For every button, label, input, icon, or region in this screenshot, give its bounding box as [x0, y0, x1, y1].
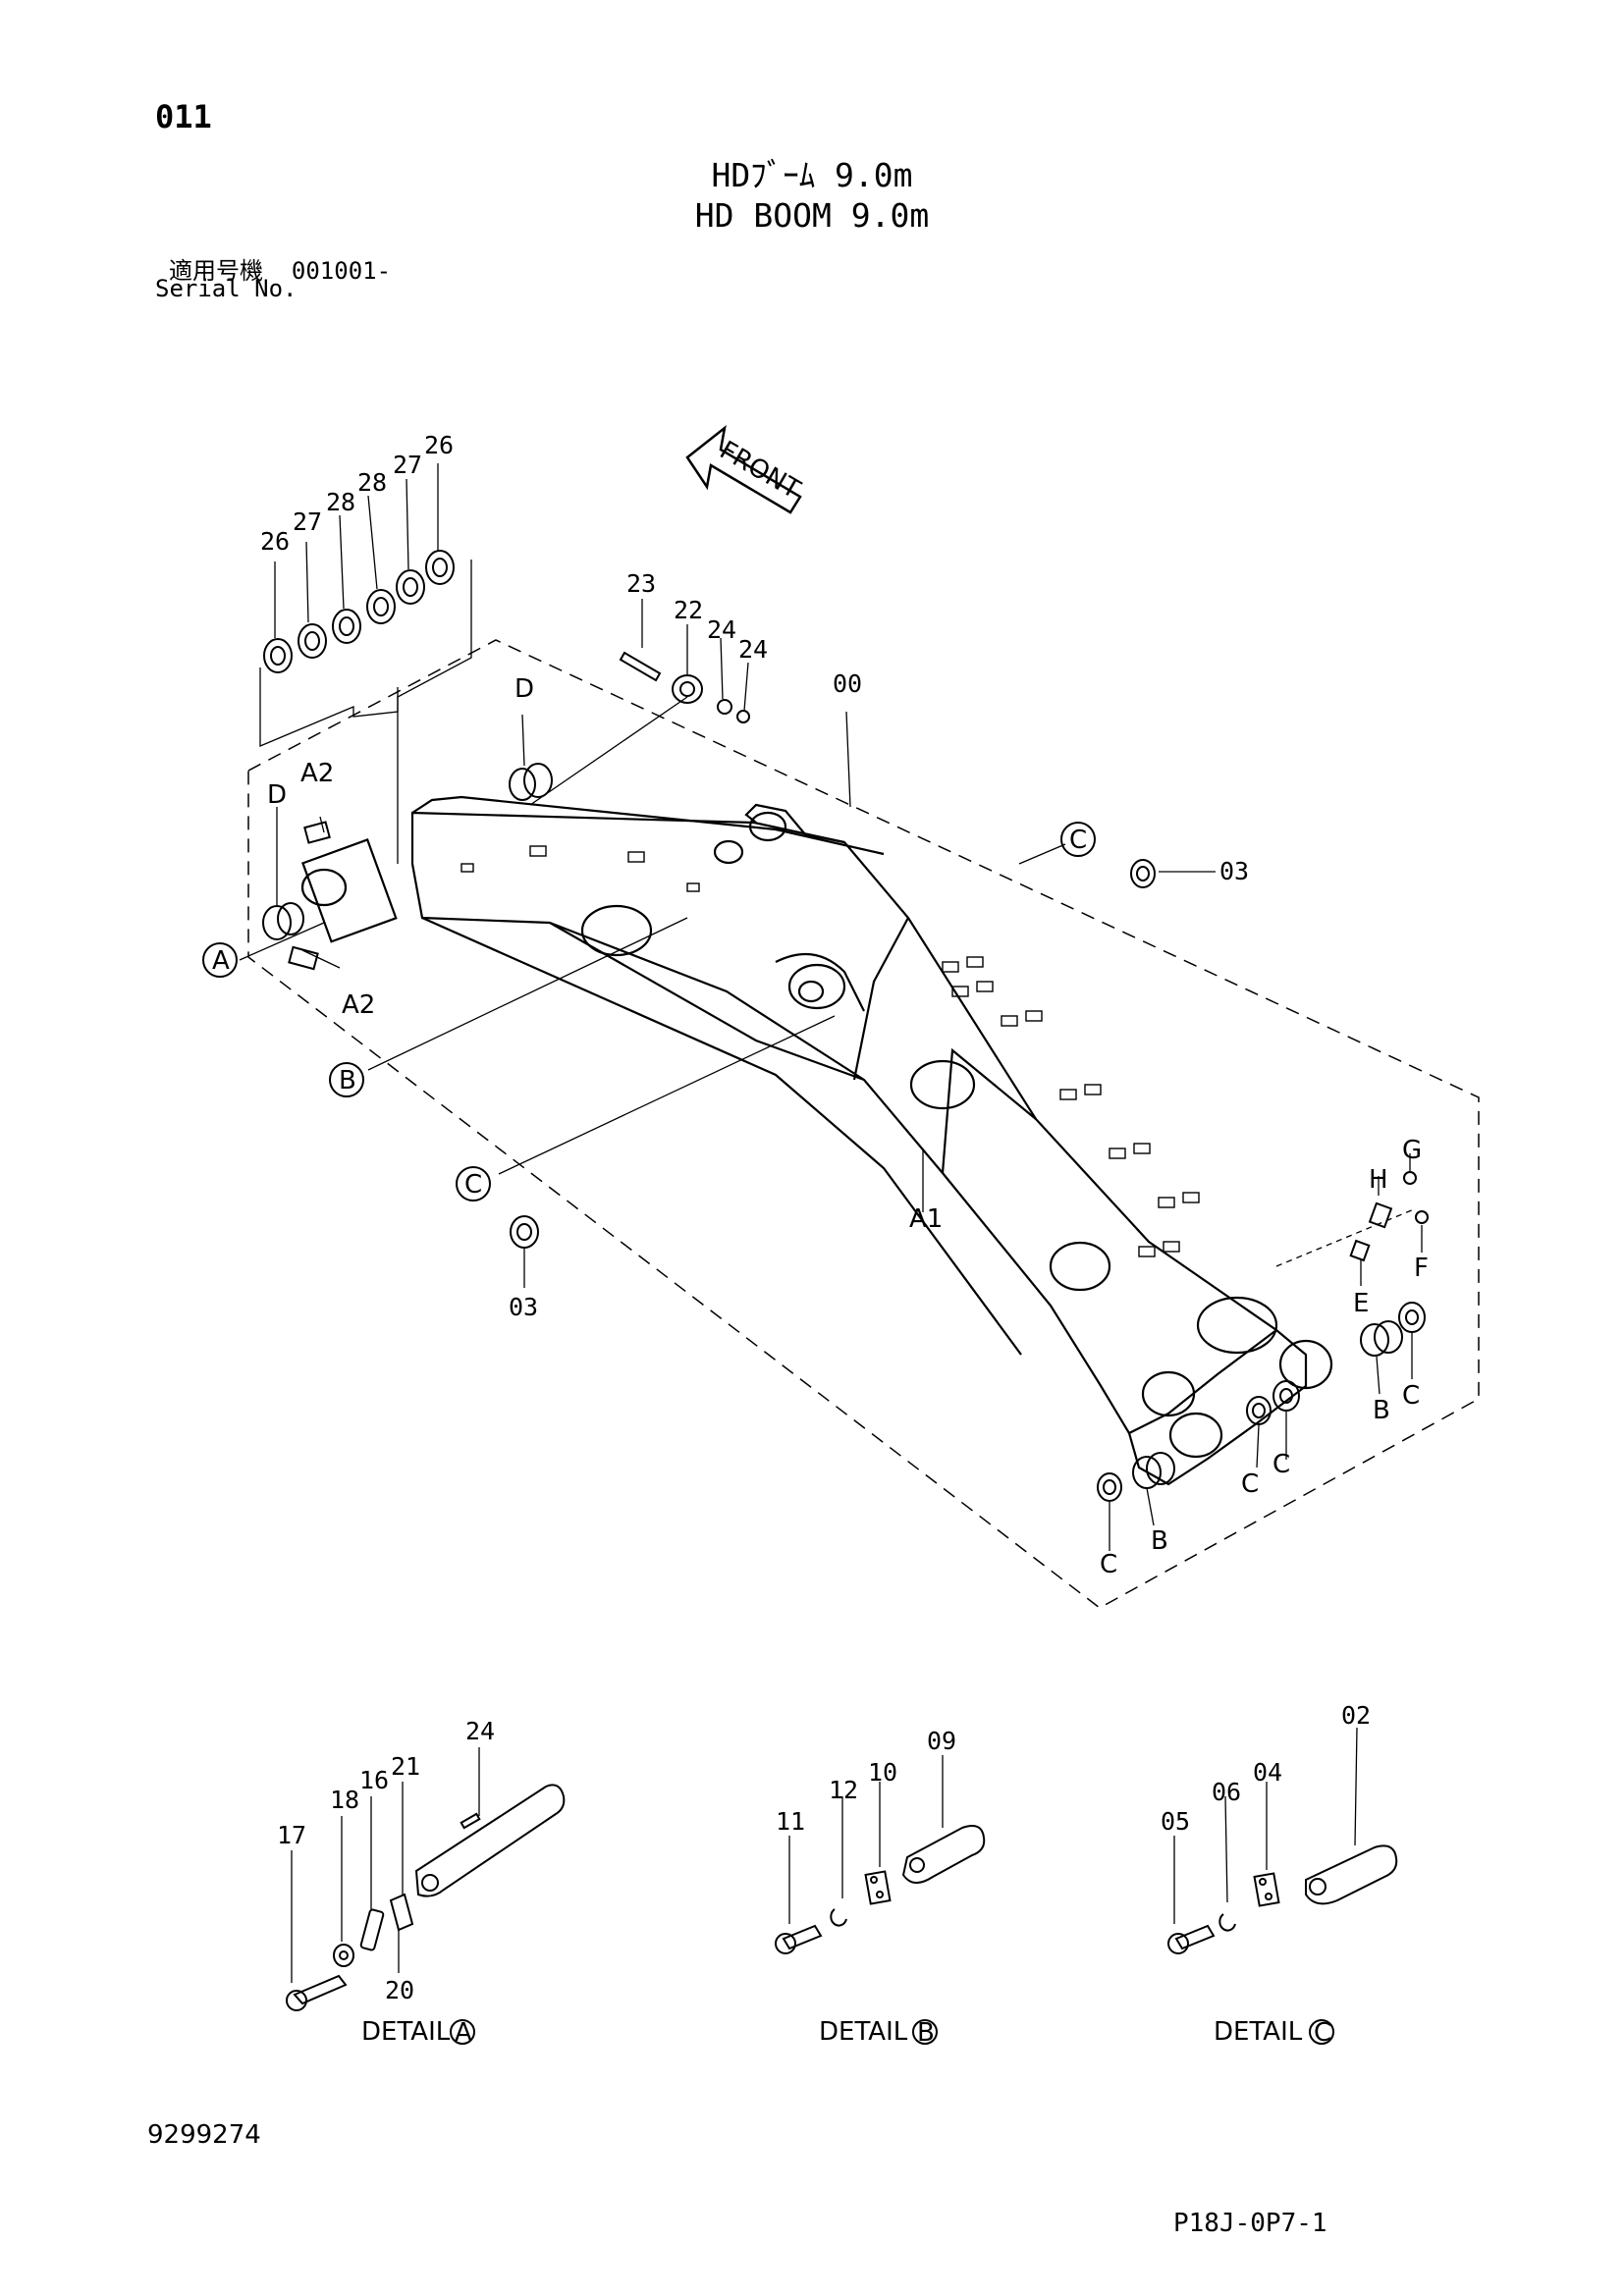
callout-g: G [1402, 1136, 1422, 1165]
callout-b-right: B [1373, 1396, 1390, 1425]
svg-text:A: A [212, 946, 230, 976]
detail-b-part-12: 12 [829, 1776, 858, 1804]
callout-d-lower: D [267, 780, 287, 810]
bracket-parts-efgh [1275, 1171, 1429, 1267]
ring-03 [510, 859, 1156, 1249]
detail-b-part-09: 09 [927, 1727, 956, 1755]
detail-b-title: DETAIL [819, 2017, 908, 2047]
pin-assembly-top [529, 651, 750, 806]
part-a2-lower [288, 945, 319, 971]
front-arrow-icon: FRONT [685, 424, 805, 514]
serial-label-japanese: 適用号機 [169, 257, 263, 285]
detail-b-drawing [775, 1755, 986, 2045]
detail-b-ref: B [917, 2018, 935, 2048]
detail-a-drawing [286, 1747, 566, 2045]
detail-c-part-04: 04 [1253, 1758, 1282, 1787]
detail-c-drawing [1167, 1727, 1398, 2045]
callout-c-mid-a: C [1241, 1469, 1259, 1499]
detail-a-title: DETAIL [361, 2017, 451, 2047]
svg-text:C: C [1069, 826, 1087, 855]
callout-03-left: 03 [509, 1293, 538, 1321]
detail-b-part-11: 11 [776, 1807, 805, 1836]
detail-a-part-18: 18 [330, 1786, 359, 1814]
serial-value: 001001- [291, 257, 392, 285]
part-a2-upper [303, 821, 331, 844]
circled-ref-a: A [202, 942, 238, 978]
bushing-d [262, 763, 553, 940]
callout-28-right: 28 [357, 468, 387, 497]
callout-22: 22 [674, 596, 703, 624]
shim-stack [259, 550, 472, 864]
callout-c-right: C [1402, 1381, 1420, 1411]
detail-a-part-20: 20 [385, 1976, 414, 2004]
serial-label-english: Serial No. [155, 275, 298, 302]
callout-27-right: 27 [393, 451, 422, 479]
leader-lines [239, 463, 1423, 1551]
callout-f: F [1414, 1254, 1429, 1283]
circled-ref-c-right: C [1060, 822, 1096, 857]
callout-h: H [1369, 1165, 1388, 1195]
callout-26-right: 26 [424, 431, 454, 459]
page-code: P18J-0P7-1 [1173, 2209, 1327, 2238]
page-number: 011 [155, 98, 212, 135]
boom-body [300, 795, 1333, 1486]
callout-03-right: 03 [1219, 857, 1249, 885]
detail-a-part-21: 21 [391, 1752, 420, 1781]
callout-a2-lower: A2 [342, 990, 375, 1020]
callout-e: E [1353, 1289, 1369, 1318]
callout-24-b: 24 [738, 635, 768, 664]
detail-a-ref: A [455, 2018, 472, 2048]
callout-23: 23 [626, 569, 656, 598]
detail-c-part-05: 05 [1161, 1807, 1190, 1836]
circled-ref-c-left: C [456, 1166, 491, 1201]
title-english: HD BOOM 9.0m [694, 196, 930, 235]
boom-plates [460, 845, 1200, 1257]
circled-ref-b: B [329, 1062, 364, 1097]
callout-a1: A1 [909, 1204, 943, 1234]
serial-row-japanese: 適用号機 001001- [169, 251, 391, 286]
callout-28-left: 28 [326, 488, 355, 516]
callout-a2-upper: A2 [300, 759, 334, 788]
callout-27-left: 27 [293, 507, 322, 536]
document-number: 9299274 [147, 2120, 261, 2150]
detail-a-part-16: 16 [359, 1766, 389, 1794]
svg-text:C: C [464, 1170, 482, 1200]
callout-b-lower: B [1151, 1526, 1168, 1556]
title-japanese: HDﾌﾞｰﾑ 9.0m [711, 156, 913, 194]
detail-c-part-02: 02 [1341, 1701, 1371, 1730]
detail-c-ref: C [1314, 2018, 1331, 2048]
callout-c-lower: C [1100, 1550, 1117, 1579]
detail-a-part-24: 24 [465, 1717, 495, 1745]
callout-26-left: 26 [260, 527, 290, 556]
svg-text:B: B [339, 1066, 356, 1095]
assembly-boundary [247, 639, 1480, 1609]
callout-24-a: 24 [707, 615, 736, 644]
end-bushings [1097, 1302, 1426, 1502]
callout-00: 00 [833, 669, 862, 698]
detail-c-part-06: 06 [1212, 1778, 1241, 1806]
detail-b-part-10: 10 [868, 1758, 897, 1787]
callout-c-mid-b: C [1272, 1450, 1290, 1479]
detail-a-part-17: 17 [277, 1821, 306, 1849]
detail-c-title: DETAIL [1214, 2017, 1303, 2047]
callout-d-upper: D [514, 674, 534, 704]
